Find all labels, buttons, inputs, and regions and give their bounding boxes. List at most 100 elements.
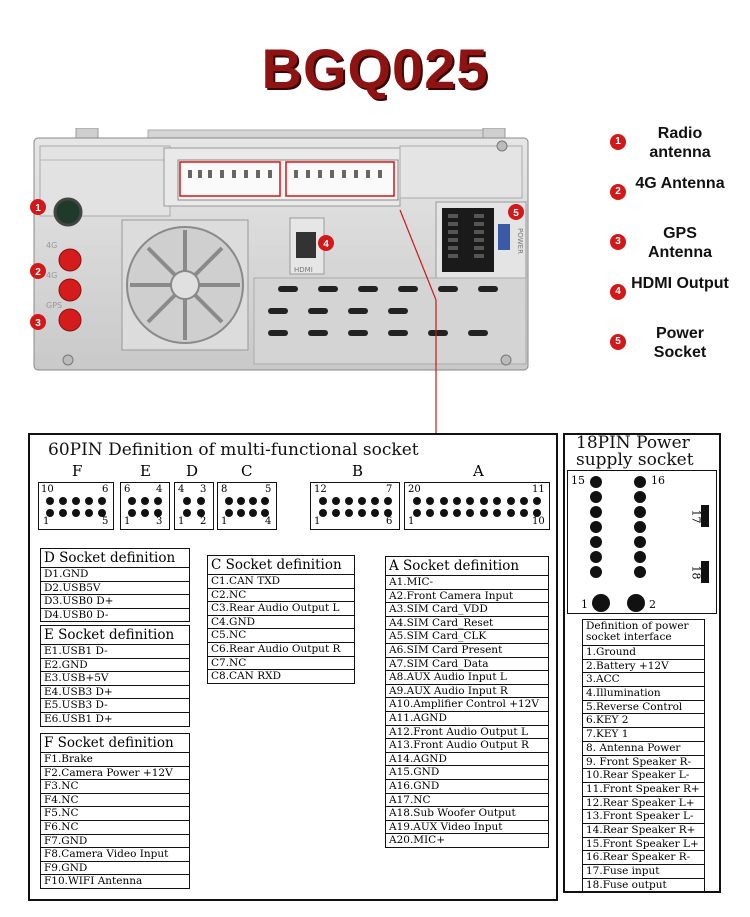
- table-row: A13.Front Audio Output R: [386, 739, 548, 753]
- table-row: F1.Brake: [41, 753, 189, 767]
- connector-pin: [128, 497, 137, 505]
- table-row: D3.USB0 D+: [41, 595, 189, 609]
- connector-pin: [506, 497, 515, 505]
- pin-label: 2: [200, 516, 207, 527]
- table-row: E6.USB1 D+: [44, 712, 113, 725]
- device-rear-view: 4G 4G GPS HDMI POWER 1 2 3 4 5: [30, 128, 529, 371]
- connector-pin: [183, 509, 191, 517]
- table-a-socket: A Socket definition A1.MIC-A2.Front Came…: [385, 556, 549, 848]
- connector-pin: [84, 497, 93, 505]
- pin-label: 6: [102, 484, 109, 495]
- pin-label: 8: [221, 484, 228, 495]
- power-pin: [634, 506, 646, 518]
- connector-pin: [493, 497, 502, 505]
- connector-pin: [46, 509, 55, 517]
- socket-letter-e: E: [140, 462, 151, 480]
- connector-pin: [261, 497, 269, 505]
- callout-radio-antenna: 1 Radio antenna: [608, 124, 748, 174]
- connector-pin: [533, 509, 542, 517]
- port-label-hdmi: HDMI: [294, 266, 313, 274]
- device-badge-5: 5: [508, 204, 524, 220]
- connector-pin: [479, 509, 488, 517]
- table-row: A12.Front Audio Output L: [386, 726, 548, 740]
- table-row: 4.Illumination: [583, 687, 704, 701]
- table-row: A9.AUX Audio Input R: [386, 685, 548, 699]
- callout-number-2: 2: [610, 184, 626, 200]
- pin-label: 1: [178, 516, 185, 527]
- svg-text:4: 4: [323, 239, 329, 250]
- connector-pin: [452, 509, 461, 517]
- connector-pin: [439, 509, 448, 517]
- connector-pin: [344, 497, 353, 505]
- table-row: A17.NC: [386, 794, 548, 808]
- connector-pin: [59, 497, 68, 505]
- connector-pin: [197, 509, 205, 517]
- pin-label: 12: [314, 484, 327, 495]
- connector-pin: [197, 497, 205, 505]
- connector-pin: [183, 497, 191, 505]
- table-row: D1.GND: [41, 568, 189, 582]
- callout-4g-antenna: 2 4G Antenna: [608, 174, 748, 224]
- table-row: 16.Rear Speaker R-: [583, 851, 704, 865]
- table-row: C3.Rear Audio Output L: [208, 602, 354, 616]
- connector-pin: [331, 509, 340, 517]
- table-row: F2.Camera Power +12V: [41, 767, 189, 781]
- pin-18-blade: [701, 561, 709, 583]
- callout-label: Radio antenna: [649, 125, 711, 161]
- table-row: A16.GND: [386, 780, 548, 794]
- callout-number-4: 4: [610, 284, 626, 300]
- page-title: BGQ025: [261, 37, 489, 100]
- table-row: 15.Front Speaker L+: [583, 838, 704, 852]
- device-badge-1: 1: [30, 199, 46, 215]
- callout-hdmi-output: 4 HDMI Output: [608, 274, 748, 324]
- table-row: 5.Reverse Control: [583, 701, 704, 715]
- table-row: E3.USB+5V: [41, 672, 189, 686]
- connector-pin: [370, 509, 379, 517]
- pin-17-blade: [701, 505, 709, 527]
- power-pin-large: [627, 594, 645, 612]
- pin-label: 1: [43, 516, 50, 527]
- table-row: E2.GND: [41, 659, 189, 673]
- pin-label: 6: [124, 484, 131, 495]
- table-row: A14.AGND: [386, 753, 548, 767]
- pin-label: 20: [408, 484, 421, 495]
- port-label-gps: GPS: [46, 301, 62, 310]
- callout-label: GPS Antenna: [648, 225, 712, 261]
- table-row: 17.Fuse input: [583, 865, 704, 879]
- table-row: F10.WIFI Antenna: [44, 875, 143, 888]
- table-title: C Socket definition: [208, 556, 354, 575]
- plug-b: [310, 482, 400, 530]
- connector-pin: [412, 509, 421, 517]
- connector-pin: [466, 497, 475, 505]
- callout-gps-antenna: 3 GPS Antenna: [608, 224, 748, 274]
- table-row: 2.Battery +12V: [583, 660, 704, 674]
- pin-label: 5: [102, 516, 109, 527]
- table-row: F5.NC: [41, 807, 189, 821]
- table-row: C6.Rear Audio Output R: [208, 643, 354, 657]
- connector-pin: [261, 509, 269, 517]
- pin-label: 4: [265, 516, 272, 527]
- power-pin: [634, 551, 646, 563]
- table-row: 12.Rear Speaker L+: [583, 797, 704, 811]
- table-row: 3.ACC: [583, 673, 704, 688]
- table-row: F3.NC: [41, 780, 189, 794]
- power-pin: [590, 506, 602, 518]
- table-row: 13.Front Speaker L-: [583, 810, 704, 824]
- table-row: F4.NC: [41, 794, 189, 808]
- svg-text:1: 1: [35, 203, 41, 214]
- table-row: 10.Rear Speaker L-: [583, 769, 704, 783]
- svg-text:2: 2: [35, 267, 41, 278]
- table-title-line2: socket interface: [586, 631, 672, 643]
- power-pin: [590, 551, 602, 563]
- plug-d: [174, 482, 214, 530]
- connector-pin: [493, 509, 502, 517]
- port-label-power: POWER: [516, 228, 524, 254]
- connector-pin: [439, 497, 448, 505]
- socket-letter-d: D: [186, 462, 199, 480]
- svg-text:3: 3: [35, 318, 41, 329]
- callout-legend: 1 Radio antenna 2 4G Antenna 3 GPS Anten…: [608, 124, 748, 374]
- device-badge-2: 2: [30, 263, 46, 279]
- connector-pin: [506, 509, 515, 517]
- connector-pin: [426, 497, 435, 505]
